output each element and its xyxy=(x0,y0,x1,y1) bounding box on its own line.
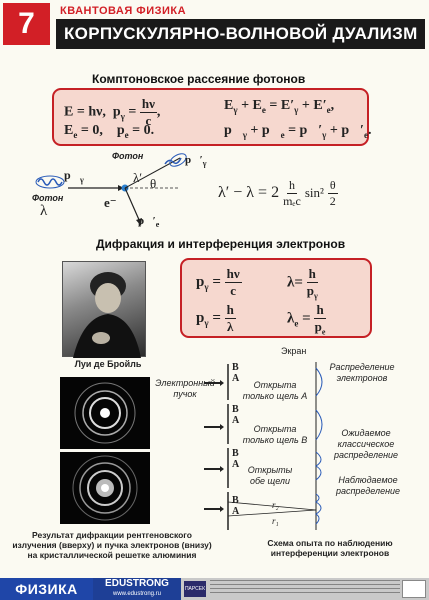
site-name: EDUSTRONG xyxy=(105,578,169,589)
slit-b-4: B xyxy=(232,495,239,506)
beam-label: Электронный пучок xyxy=(155,378,215,399)
poster-number: 7 xyxy=(3,3,50,45)
compton-heading: Комптоновское рассеяние фотонов xyxy=(92,72,306,86)
distribution-label: Распределение электронов xyxy=(329,362,395,383)
classical-label: Ожидаемое классическое распределение xyxy=(333,428,399,460)
r1-label: r₁ xyxy=(272,516,279,526)
only-a-label: Открыта только щель A xyxy=(242,380,308,401)
double-slit-scheme xyxy=(204,362,323,530)
slit-b-2: B xyxy=(232,404,239,415)
observed-label: Наблюдаемое распределение xyxy=(335,475,401,496)
photon-label-top: Фотон xyxy=(112,151,144,161)
rings-caption: Результат дифракции рентгеновского излуч… xyxy=(12,530,212,560)
both-open-label: Открыты обе щели xyxy=(247,465,293,486)
rest-eq: Ee = 0, pe = 0. xyxy=(64,123,155,140)
lambda-prime-label: λ′ xyxy=(133,170,143,185)
slit-a-1: A xyxy=(232,373,240,384)
fine-print xyxy=(210,580,400,598)
slit-a-4: A xyxy=(232,506,240,517)
publisher-logo: ПАРСЕК xyxy=(184,581,206,597)
energy-conservation-eq: Eγ + Ee = E′γ + E′e, xyxy=(224,98,335,115)
theta-label: θ xyxy=(150,176,157,191)
site-url: www.edustrong.ru xyxy=(112,591,162,597)
page-title: КОРПУСКУЛЯРНО-ВОЛНОВОЙ ДУАЛИЗМ xyxy=(56,19,425,49)
site-logo: EDUSTRONG www.edustrong.ru xyxy=(93,578,181,600)
portrait-icon xyxy=(73,272,141,358)
topic-label: КВАНТОВАЯ ФИЗИКА xyxy=(60,5,187,17)
xray-diffraction-image xyxy=(60,377,150,449)
slit-b-1: B xyxy=(232,362,239,373)
lambda-label: λ xyxy=(40,203,48,219)
p-e-prime-label: p⃗′e xyxy=(138,215,160,230)
de-broglie-photo xyxy=(62,261,146,358)
slit-a-3: A xyxy=(232,459,240,470)
screen-label: Экран xyxy=(281,346,307,356)
photo-caption: Луи де Бройль xyxy=(74,359,142,369)
scheme-caption: Схема опыта по наблюдению интерференции … xyxy=(267,538,393,558)
slit-a-2: A xyxy=(232,415,240,426)
electron-diffraction-image xyxy=(60,452,150,524)
only-b-label: Открыта только щель B xyxy=(242,424,308,445)
p-gamma-label: p⃗γ xyxy=(64,168,84,185)
compton-diagram xyxy=(35,153,187,226)
photon-label-left: Фотон xyxy=(32,193,64,203)
partner-logo-icon xyxy=(402,580,426,598)
electron-label: e⁻ xyxy=(104,195,117,210)
momentum-conservation-eq: p⃗γ + p⃗e = p⃗′γ + p⃗′e. xyxy=(224,123,372,140)
brand-label: ФИЗИКА xyxy=(0,578,93,600)
r2-label: r₂ xyxy=(272,500,279,510)
slit-b-3: B xyxy=(232,448,239,459)
p-gamma-prime-label: p⃗′γ xyxy=(185,154,207,169)
diffraction-heading: Дифракция и интерференция электронов xyxy=(96,237,346,251)
